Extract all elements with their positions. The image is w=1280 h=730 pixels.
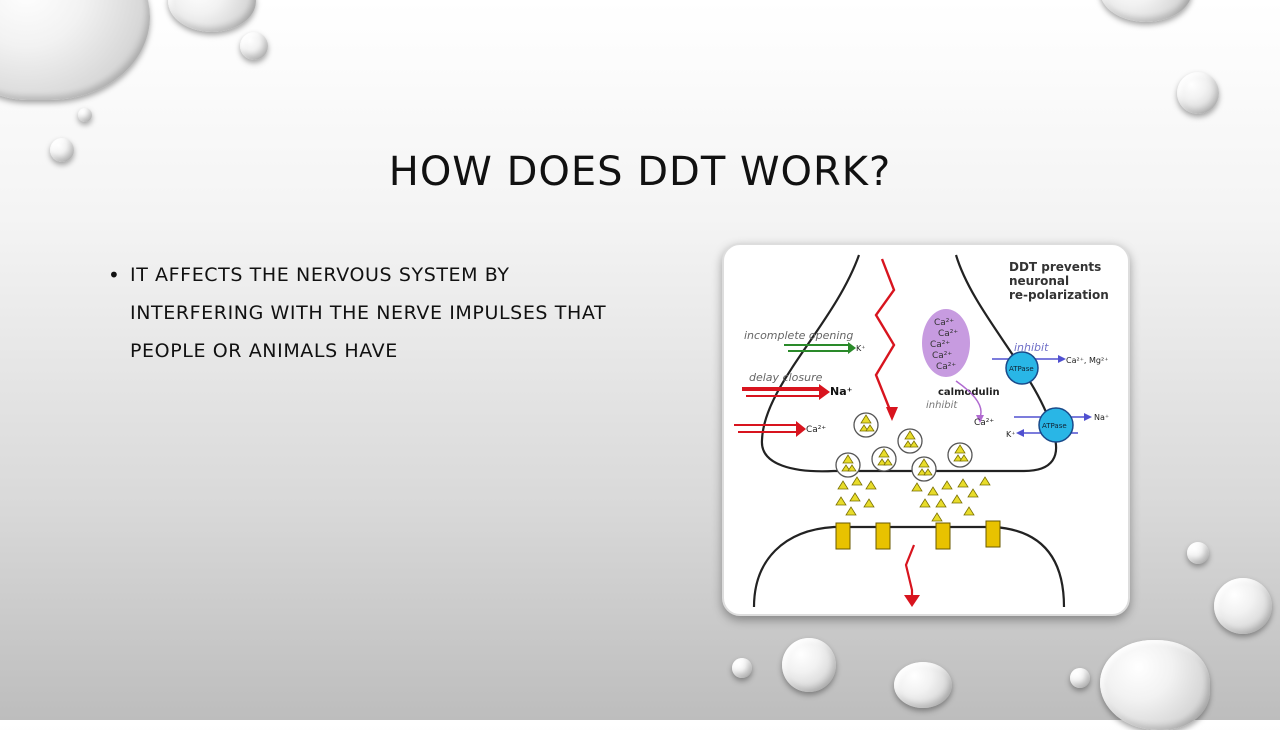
ca-cluster-item: Ca²⁺ xyxy=(930,340,950,350)
water-droplet xyxy=(50,138,74,162)
postsynaptic-receptors xyxy=(835,520,1001,550)
k-ion-label: K⁺ xyxy=(856,344,865,353)
ca-cluster-item: Ca²⁺ xyxy=(936,362,956,372)
inhibit-label-2: inhibit xyxy=(1014,341,1049,354)
water-droplet xyxy=(732,658,752,678)
water-droplet xyxy=(1187,542,1209,564)
ca-cluster-item: Ca²⁺ xyxy=(938,329,958,339)
atpase-1-output: Ca²⁺, Mg²⁺ xyxy=(1066,356,1108,365)
ddt-synapse-diagram: DDT prevents neuronal re-polarization in… xyxy=(722,243,1130,616)
water-droplet xyxy=(0,0,150,100)
ca-ion-label: Ca²⁺ xyxy=(806,425,826,435)
atpase-1-label: ATPase xyxy=(1009,365,1034,373)
water-droplet xyxy=(1070,668,1090,688)
synapse-illustration: DDT prevents neuronal re-polarization in… xyxy=(734,254,1109,608)
ca-cluster-item: Ca²⁺ xyxy=(932,351,952,361)
water-droplet xyxy=(1100,640,1210,730)
water-droplet xyxy=(1177,72,1219,114)
atpase-pump-1 xyxy=(1005,351,1039,385)
water-droplet xyxy=(894,662,952,708)
bullet-item: IT AFFECTS THE NERVOUS SYSTEM BY INTERFE… xyxy=(108,256,628,370)
incomplete-opening-label: incomplete opening xyxy=(744,329,853,342)
ca-cluster-item: Ca²⁺ xyxy=(934,318,954,328)
na-ion-label: Na⁺ xyxy=(830,385,853,398)
delay-closure-label: delay closure xyxy=(749,371,823,384)
atpase-2-label: ATPase xyxy=(1042,422,1067,430)
caption-line-3: re-polarization xyxy=(1009,288,1109,302)
bullet-list: IT AFFECTS THE NERVOUS SYSTEM BY INTERFE… xyxy=(108,256,628,370)
calcium-cluster xyxy=(922,309,970,377)
caption-line-1: DDT prevents xyxy=(1009,260,1101,274)
inhibit-label-1: inhibit xyxy=(926,400,958,411)
water-droplet xyxy=(78,108,92,122)
atpase-2-input: K⁺ xyxy=(1006,430,1015,439)
postsynaptic-membrane xyxy=(752,525,1066,608)
water-droplet xyxy=(1214,578,1272,634)
water-droplet xyxy=(168,0,256,32)
atpase-2-output: Na⁺ xyxy=(1094,413,1109,422)
slide-title: HOW DOES DDT WORK? xyxy=(388,148,892,195)
calmodulin-label: calmodulin xyxy=(938,387,1000,398)
postsynaptic-signal-arrow xyxy=(904,544,916,601)
action-potential-arrow xyxy=(874,258,896,416)
neurotransmitter-molecules xyxy=(835,414,991,522)
atpase-pump-2 xyxy=(1038,407,1074,443)
caption-line-2: neuronal xyxy=(1009,274,1069,288)
water-droplet xyxy=(782,638,836,692)
water-droplet xyxy=(1100,0,1192,22)
ca-released-label: Ca²⁺ xyxy=(974,418,994,428)
water-droplet xyxy=(240,32,268,60)
